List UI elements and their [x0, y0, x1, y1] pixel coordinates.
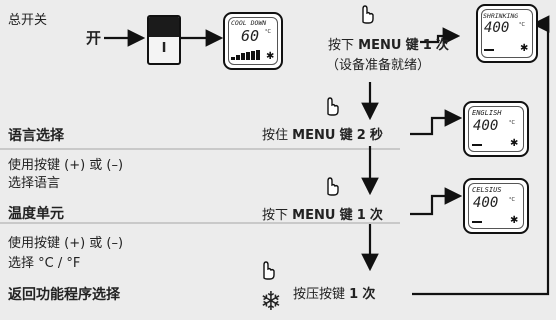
power-switch[interactable]: I [147, 15, 181, 65]
temperature-desc-line2: 选择 °C / °F [8, 256, 81, 271]
lcd-unit-text: °C [509, 197, 515, 203]
lcd-display-english: ENGLISH 400 °C ✱ [463, 101, 529, 157]
lcd-value-text: 400 [473, 195, 499, 211]
lcd-display-cooldown: COOL DOWN 60 °C ✱ [223, 12, 283, 70]
pointing-hand-icon [263, 261, 275, 280]
lcd-status-text: CELSIUS [472, 186, 502, 194]
lcd-unit-text: °C [509, 120, 515, 126]
section-rule-temperature [0, 222, 400, 224]
arrow-return-loop [412, 15, 550, 296]
snowflake-icon: ✱ [472, 138, 518, 148]
pointing-hand-icon [362, 5, 374, 24]
lcd-display-shrinking: SHRINKING 400 °C ✱ [476, 4, 538, 63]
arrow-to-shrinking [420, 27, 461, 45]
section-rule-language [0, 148, 400, 150]
lcd-value-text: 400 [484, 20, 510, 36]
step2-instruction: 按住 MENU 键 2 秒 [262, 128, 383, 143]
snowflake-icon: ✱ [472, 215, 518, 225]
svg-text:✱: ✱ [510, 138, 518, 148]
lcd-display-celsius: CELSIUS 400 °C ✱ [463, 178, 529, 234]
arrow-to-celsius [410, 187, 463, 216]
arrow-to-english [410, 109, 463, 136]
lcd-status-text: COOL DOWN [231, 19, 267, 27]
pointing-hand-icon [327, 177, 339, 196]
main-switch-label: 总开关 [8, 13, 48, 28]
svg-text:✱: ✱ [510, 215, 518, 225]
temperature-section-title: 温度单元 [8, 206, 64, 222]
step3-instruction: 按下 MENU 键 1 次 [262, 208, 383, 223]
on-label: 开 [86, 29, 102, 47]
switch-position-label: I [161, 41, 167, 56]
lcd-status-text: SHRINKING [483, 12, 519, 20]
pointing-hand-icon [327, 97, 339, 116]
return-section-title: 返回功能程序选择 [8, 287, 120, 303]
step4-instruction: 按压按键 1 次 [293, 287, 376, 302]
snowflake-button[interactable]: ❄ [260, 287, 282, 317]
lcd-unit-text: °C [265, 29, 271, 35]
language-desc-line2: 选择语言 [8, 176, 61, 191]
language-desc-line1: 使用按键 (+) 或 (–) [8, 158, 124, 173]
snowflake-icon: ✱ [484, 43, 528, 53]
lcd-value-text: 60 [241, 27, 260, 45]
lcd-unit-text: °C [519, 22, 525, 28]
signal-bars-icon: ✱ [231, 50, 274, 61]
step1-instruction: 按下 MENU 键 1 次 [328, 38, 449, 53]
lcd-value-text: 400 [473, 118, 499, 134]
step1-note: （设备准备就绪） [326, 58, 431, 73]
language-section-title: 语言选择 [8, 128, 64, 144]
svg-text:✱: ✱ [266, 51, 274, 61]
lcd-status-text: ENGLISH [472, 109, 502, 117]
svg-text:✱: ✱ [520, 43, 528, 53]
temperature-desc-line1: 使用按键 (+) 或 (–) [8, 236, 124, 251]
